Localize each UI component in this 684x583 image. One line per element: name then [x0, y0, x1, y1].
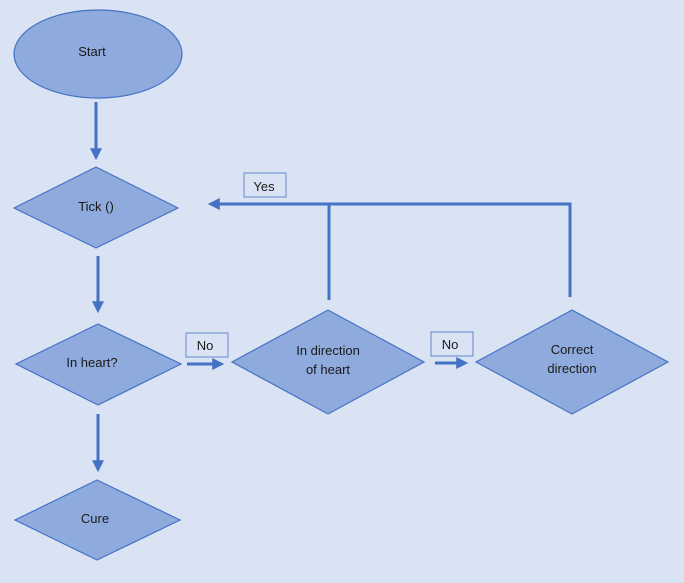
correct-direction-label-line1: Correct	[551, 342, 594, 357]
in-direction-node: In direction of heart	[230, 309, 426, 415]
no-label-1-text: No	[197, 338, 214, 353]
no-label-2: No	[430, 331, 474, 357]
yes-label-text: Yes	[253, 179, 275, 194]
in-direction-label-line1: In direction	[296, 343, 360, 358]
no-label-1: No	[185, 332, 229, 358]
start-label: Start	[78, 44, 106, 59]
correct-direction-label-line2: direction	[547, 361, 596, 376]
cure-label: Cure	[81, 511, 109, 526]
yes-label: Yes	[243, 172, 287, 198]
no-label-2-text: No	[442, 337, 459, 352]
in-direction-label-line2: of heart	[306, 362, 350, 377]
tick-node: Tick ()	[12, 166, 180, 249]
in-heart-label: In heart?	[66, 355, 117, 370]
correct-direction-node: Correct direction	[474, 309, 670, 415]
cure-node: Cure	[13, 479, 182, 561]
loop-connector	[327, 202, 572, 300]
start-node: Start	[13, 9, 183, 99]
in-heart-node: In heart?	[14, 323, 183, 406]
tick-label: Tick ()	[78, 199, 114, 214]
